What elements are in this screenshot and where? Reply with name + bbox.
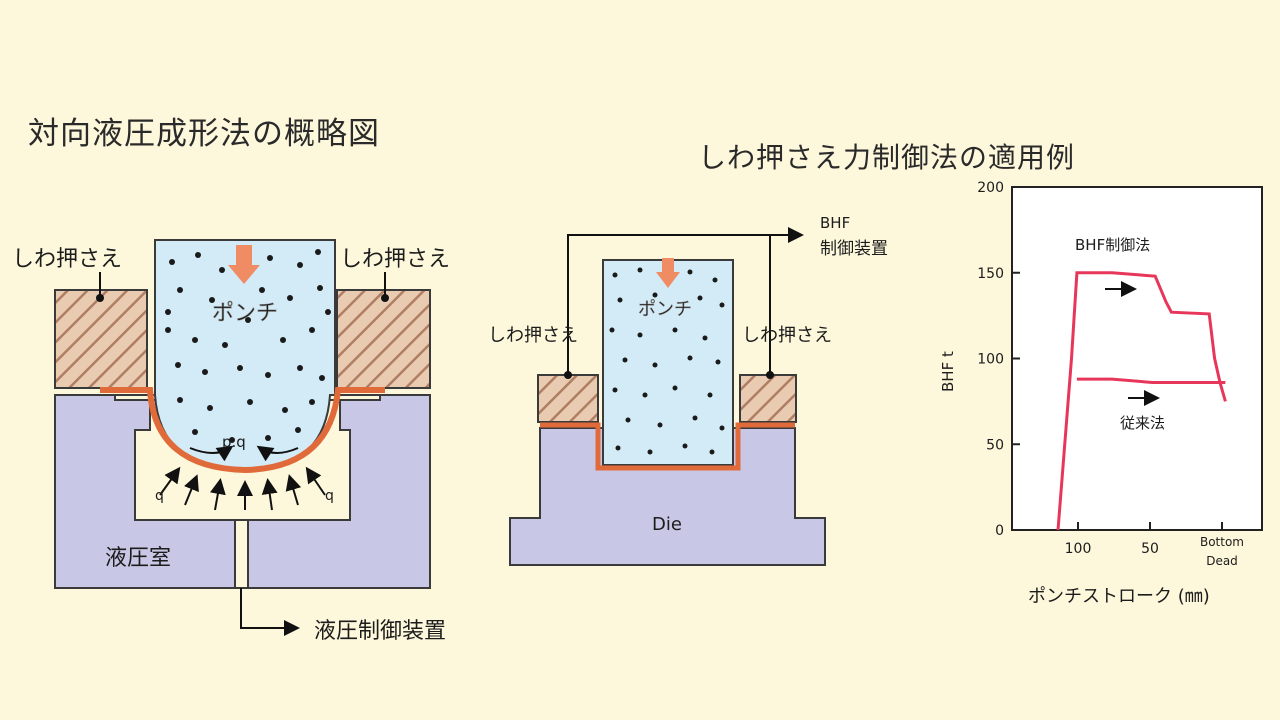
pressure-q-left: q	[155, 488, 164, 504]
right-chart-title: しわ押さえ力制御法の適用例	[698, 141, 1076, 174]
middle-punch	[602, 259, 734, 466]
series-layer	[1056, 271, 1227, 531]
left-diagram: ポンチ p.q q q しわ押さえ しわ押さえ 液圧室 液圧制御装置	[12, 239, 450, 644]
blank-holder-right-label: しわ押さえ	[340, 247, 450, 272]
x-axis-label: ポンチストローク (㎜)	[1028, 586, 1210, 607]
y-axis: 0 50 100 150 200	[977, 180, 1020, 539]
middle-blank-holder-right	[739, 374, 797, 423]
punch-particles	[165, 249, 331, 443]
y-tick-label: 100	[977, 352, 1004, 368]
chart-plot-area	[1011, 186, 1263, 531]
middle-blank-holder-left	[537, 374, 599, 423]
blank-holder-right	[336, 289, 431, 389]
middle-sheet	[540, 422, 795, 471]
sheet-metal	[100, 387, 385, 474]
series-line-bhf	[1056, 271, 1227, 531]
middle-blank-holder-left-label: しわ押さえ	[488, 325, 578, 346]
middle-punch-particles	[609, 267, 725, 455]
pressure-arrows	[159, 445, 326, 511]
y-tick-label: 50	[986, 437, 1004, 453]
blank-holder-left-label: しわ押さえ	[12, 247, 122, 272]
series-line-conventional	[1076, 377, 1226, 385]
bhf-frame	[567, 234, 771, 375]
middle-blank-holder-right-label: しわ押さえ	[742, 325, 832, 346]
y-tick-label: 0	[995, 523, 1004, 539]
middle-punch-arrow	[656, 258, 680, 288]
left-diagram-title: 対向液圧成形法の概略図	[28, 116, 380, 152]
y-tick-label: 200	[977, 180, 1004, 196]
controller-label: 液圧制御装置	[314, 619, 446, 644]
punch-arrow	[228, 245, 260, 284]
series-label-conventional: 従来法	[1120, 414, 1165, 432]
x-tick-label: Dead	[1206, 554, 1238, 568]
chamber-label: 液圧室	[105, 546, 171, 571]
middle-die	[509, 427, 826, 566]
blank-holder-left	[54, 289, 148, 389]
series-label-bhf: BHF制御法	[1075, 236, 1150, 254]
x-tick-label: Bottom	[1200, 535, 1244, 549]
y-tick-label: 150	[977, 266, 1004, 282]
fluid-channel	[234, 519, 249, 589]
die-label: Die	[652, 514, 682, 535]
pressure-label: p.q	[222, 433, 246, 451]
x-tick-label: 100	[1065, 541, 1092, 557]
middle-diagram: ポンチ BHF 制御装置 しわ押さえ しわ押さえ Die	[488, 214, 888, 566]
bhf-controller-line2: 制御装置	[820, 239, 888, 259]
bhf-controller-line1: BHF	[820, 214, 850, 232]
controller-connector	[240, 588, 300, 636]
pressure-q-right: q	[325, 488, 334, 504]
x-tick-label: 50	[1141, 541, 1159, 557]
punch-label: ポンチ	[212, 301, 278, 326]
middle-punch-label: ポンチ	[638, 299, 692, 320]
y-axis-label: BHF t	[939, 351, 957, 392]
